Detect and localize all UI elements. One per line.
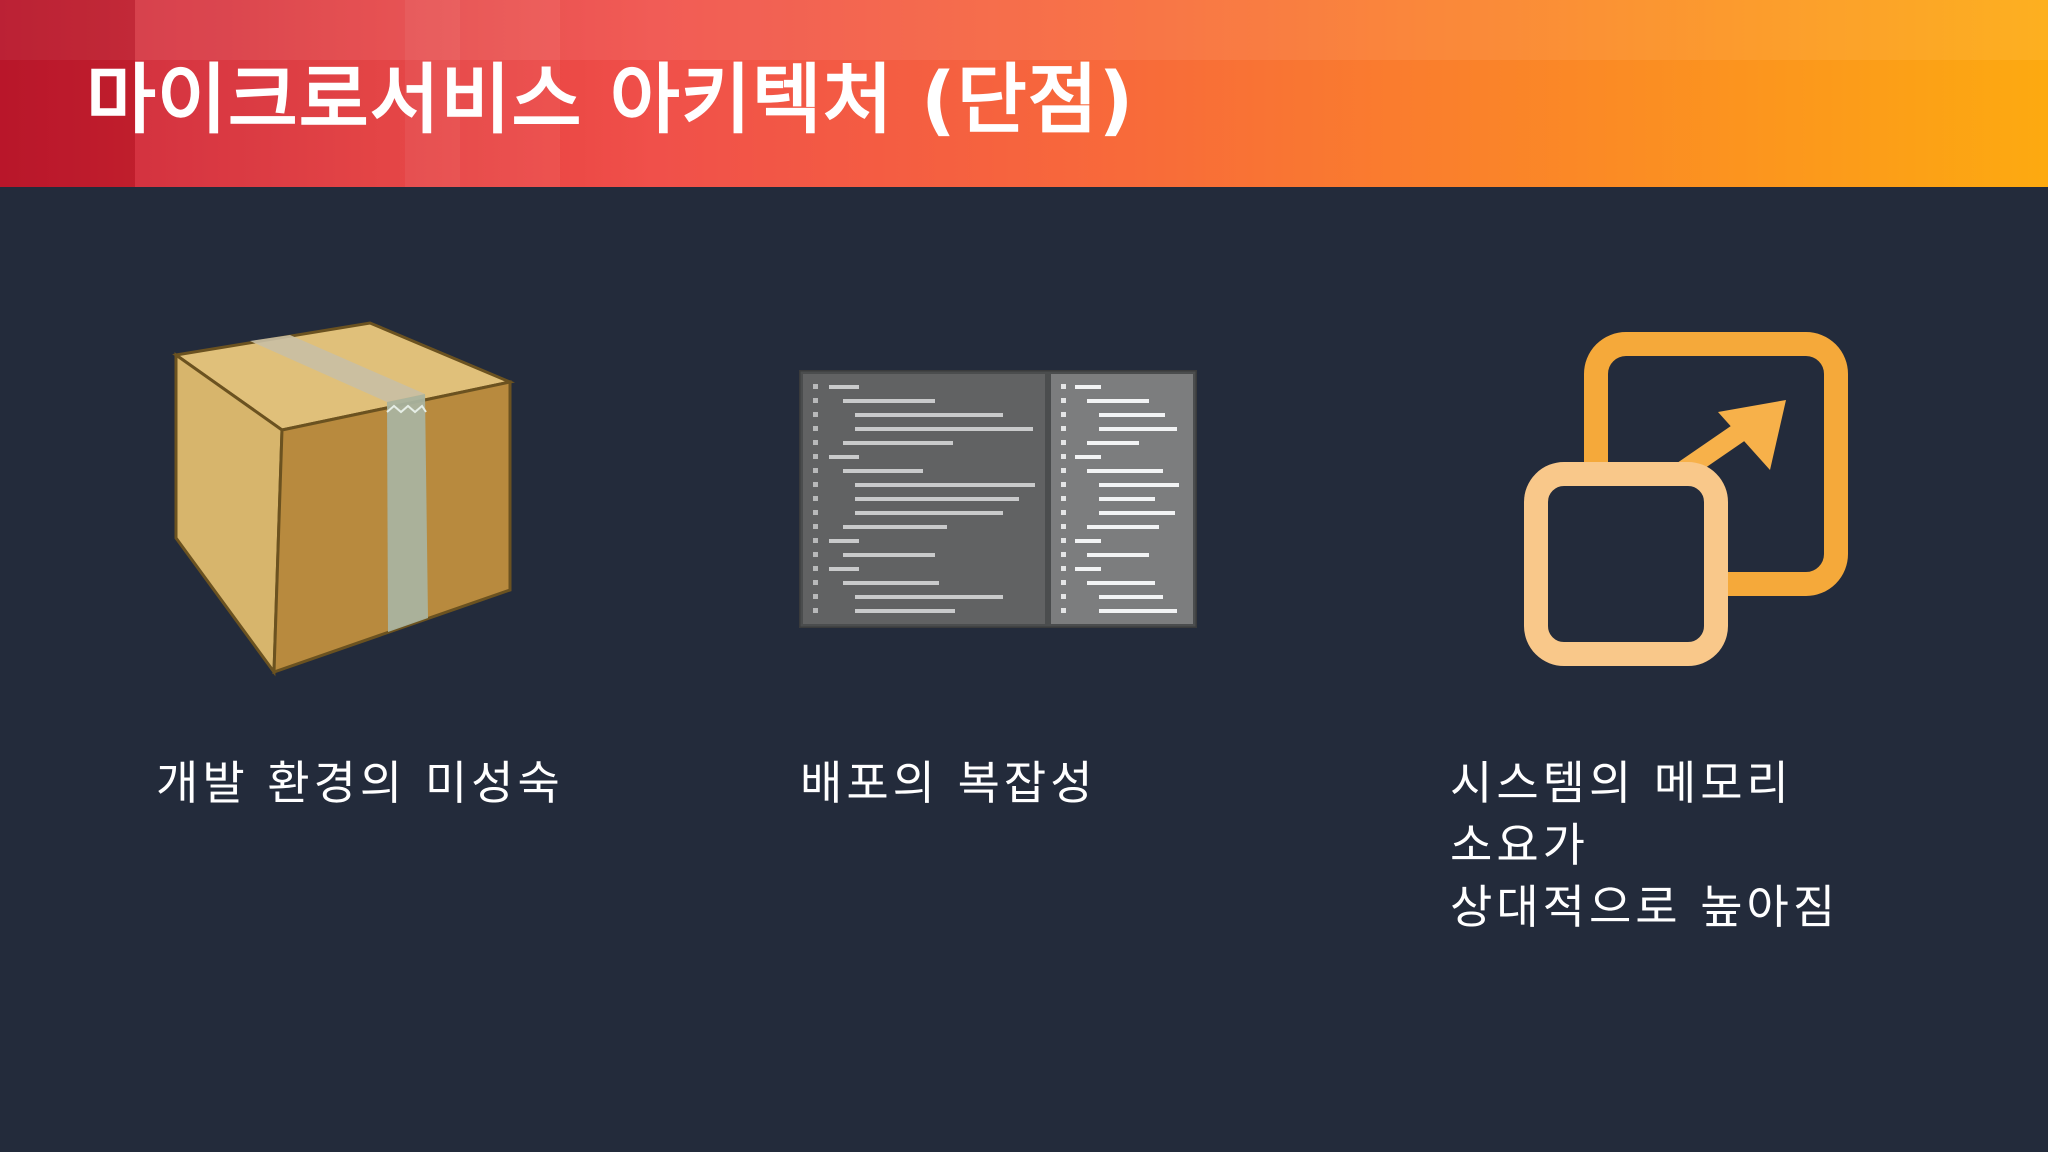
caption-line: 개발 환경의 미성숙 (156, 756, 564, 810)
banner-top-band (0, 0, 2048, 60)
banner-stripe (0, 0, 135, 187)
caption-line: 시스템의 메모리 (1450, 756, 1793, 810)
scale-up-icon (1524, 332, 1848, 666)
item-caption-memory: 시스템의 메모리 소요가 상대적으로 높아짐 (1450, 752, 1839, 938)
caption-line: 소요가 (1450, 818, 1589, 872)
item-caption-deploy: 배포의 복잡성 (800, 752, 1097, 814)
banner-stripe (460, 0, 560, 187)
banner-stripe (405, 0, 460, 187)
slide-title: 마이크로서비스 아키텍처 (단점) (86, 55, 1135, 144)
title-banner (0, 0, 2048, 187)
caption-line: 상대적으로 높아짐 (1450, 880, 1840, 934)
caption-line: 배포의 복잡성 (800, 756, 1097, 810)
item-caption-dev-env: 개발 환경의 미성숙 (156, 752, 564, 814)
banner-stripe (135, 0, 405, 187)
code-editor-icon (799, 370, 1197, 628)
package-box-icon (172, 321, 516, 677)
